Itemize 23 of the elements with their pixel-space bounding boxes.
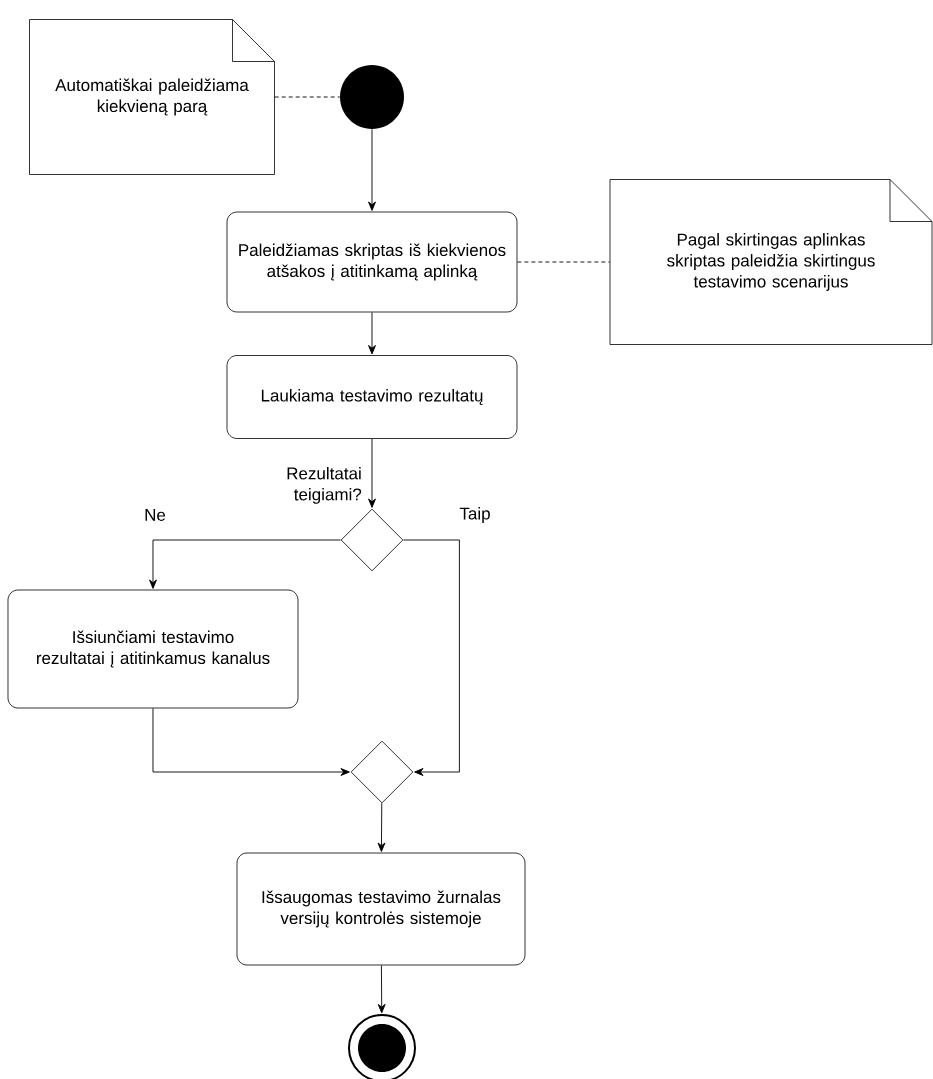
start-dot (340, 65, 404, 129)
arrow (402, 539, 460, 776)
end-dot (348, 1014, 416, 1079)
connector-line (516, 261, 611, 263)
action-box: Laukiama testavimo rezultatų (226, 355, 518, 439)
connector-line (274, 96, 341, 98)
condition-label: Rezultatai teigiami? (287, 466, 362, 504)
arrow (368, 311, 376, 355)
action-box: Išsiunčiami testavimo rezultatai į atitinkamus kanalus (7, 589, 299, 709)
edge-label: Taip (458, 506, 492, 524)
note-box: Pagal skirtingas aplinkas skriptas paleidžia skirtingus testavimo scenarijus (609, 179, 933, 345)
arrow (377, 964, 386, 1014)
arrow (377, 802, 386, 852)
decision-diamond (340, 508, 404, 572)
action-box: Paleidžiamas skriptas iš kiekvienos atšakos į atitinkamą aplinką (226, 211, 518, 313)
arrow (368, 438, 376, 508)
decision-diamond (350, 740, 414, 804)
note-box: Automatiškai paleidžiama kiekvieną parą (29, 19, 275, 175)
action-box: Išsaugomas testavimo žurnalas versijų kontrolės sistemoje (236, 852, 526, 966)
edge-label: Ne (143, 508, 167, 522)
arrow (368, 128, 376, 211)
arrow (152, 707, 350, 776)
arrow (149, 539, 342, 589)
